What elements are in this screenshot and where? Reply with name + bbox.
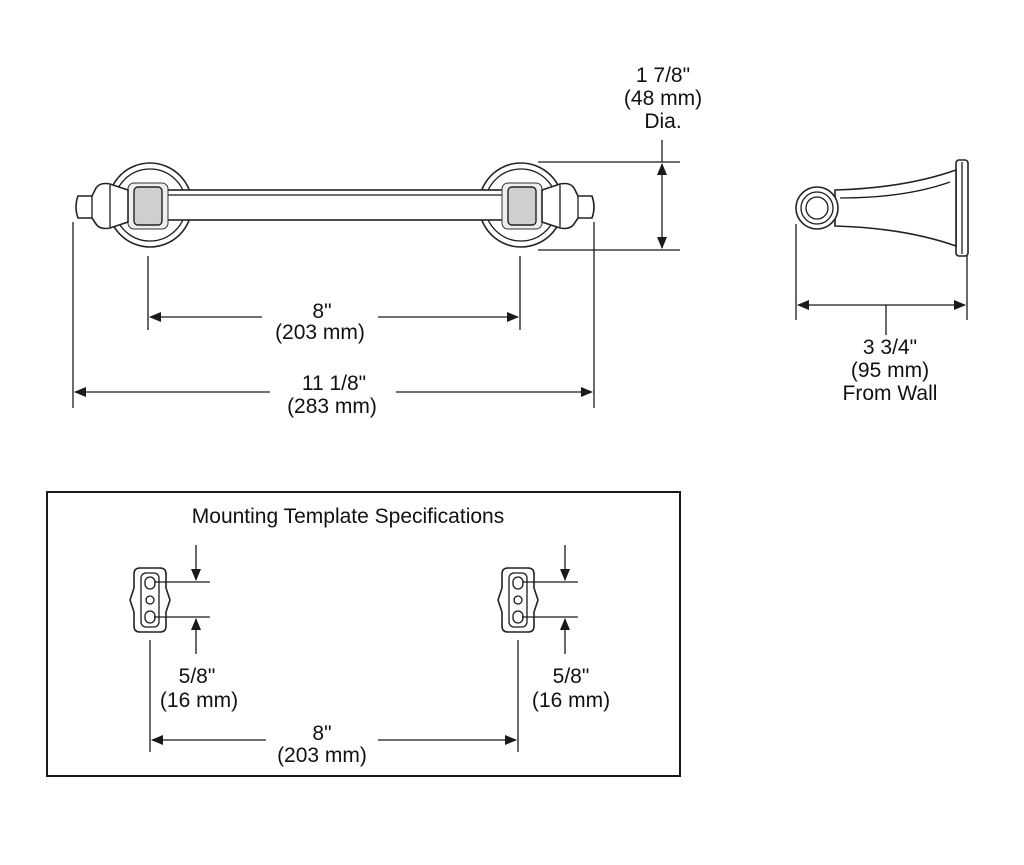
projection-dimension: 3 3/4" (95 mm) From Wall <box>797 300 966 405</box>
diameter-metric: (48 mm) <box>624 87 702 110</box>
overall-length-dimension: 11 1/8" (283 mm) <box>74 372 593 418</box>
template-title: Mounting Template Specifications <box>192 505 504 528</box>
inner-span-dimension: 8" (203 mm) <box>149 300 519 344</box>
towel-bar-side <box>795 159 969 257</box>
right-slot-imperial: 5/8" <box>553 665 590 688</box>
overall-length-imperial: 11 1/8" <box>302 372 366 395</box>
projection-metric: (95 mm) <box>851 359 929 382</box>
inner-span-imperial: 8" <box>312 300 331 323</box>
right-mounting-bracket <box>497 567 539 633</box>
diameter-dimension: 1 7/8" (48 mm) Dia. <box>624 64 702 249</box>
mounting-template-panel: Mounting Template Specifications 5/8" (1… <box>46 491 681 777</box>
front-view: 8" (203 mm) 11 1/8" (283 mm) 1 7/8" (48 … <box>72 64 702 418</box>
overall-length-metric: (283 mm) <box>287 395 377 418</box>
right-slot-metric: (16 mm) <box>532 689 610 712</box>
left-slot-imperial: 5/8" <box>179 665 216 688</box>
inner-span-metric: (203 mm) <box>275 321 365 344</box>
diameter-imperial: 1 7/8" <box>636 64 690 87</box>
diameter-note: Dia. <box>644 110 681 133</box>
template-span-metric: (203 mm) <box>277 744 367 767</box>
template-span-dimension: 8" (203 mm) <box>151 722 517 767</box>
left-slot-metric: (16 mm) <box>160 689 238 712</box>
projection-imperial: 3 3/4" <box>863 336 917 359</box>
side-view: 3 3/4" (95 mm) From Wall <box>795 159 969 405</box>
left-mounting-bracket <box>129 567 171 633</box>
template-span-imperial: 8" <box>312 722 331 745</box>
projection-note: From Wall <box>843 382 938 405</box>
towel-bar-front <box>75 162 595 248</box>
